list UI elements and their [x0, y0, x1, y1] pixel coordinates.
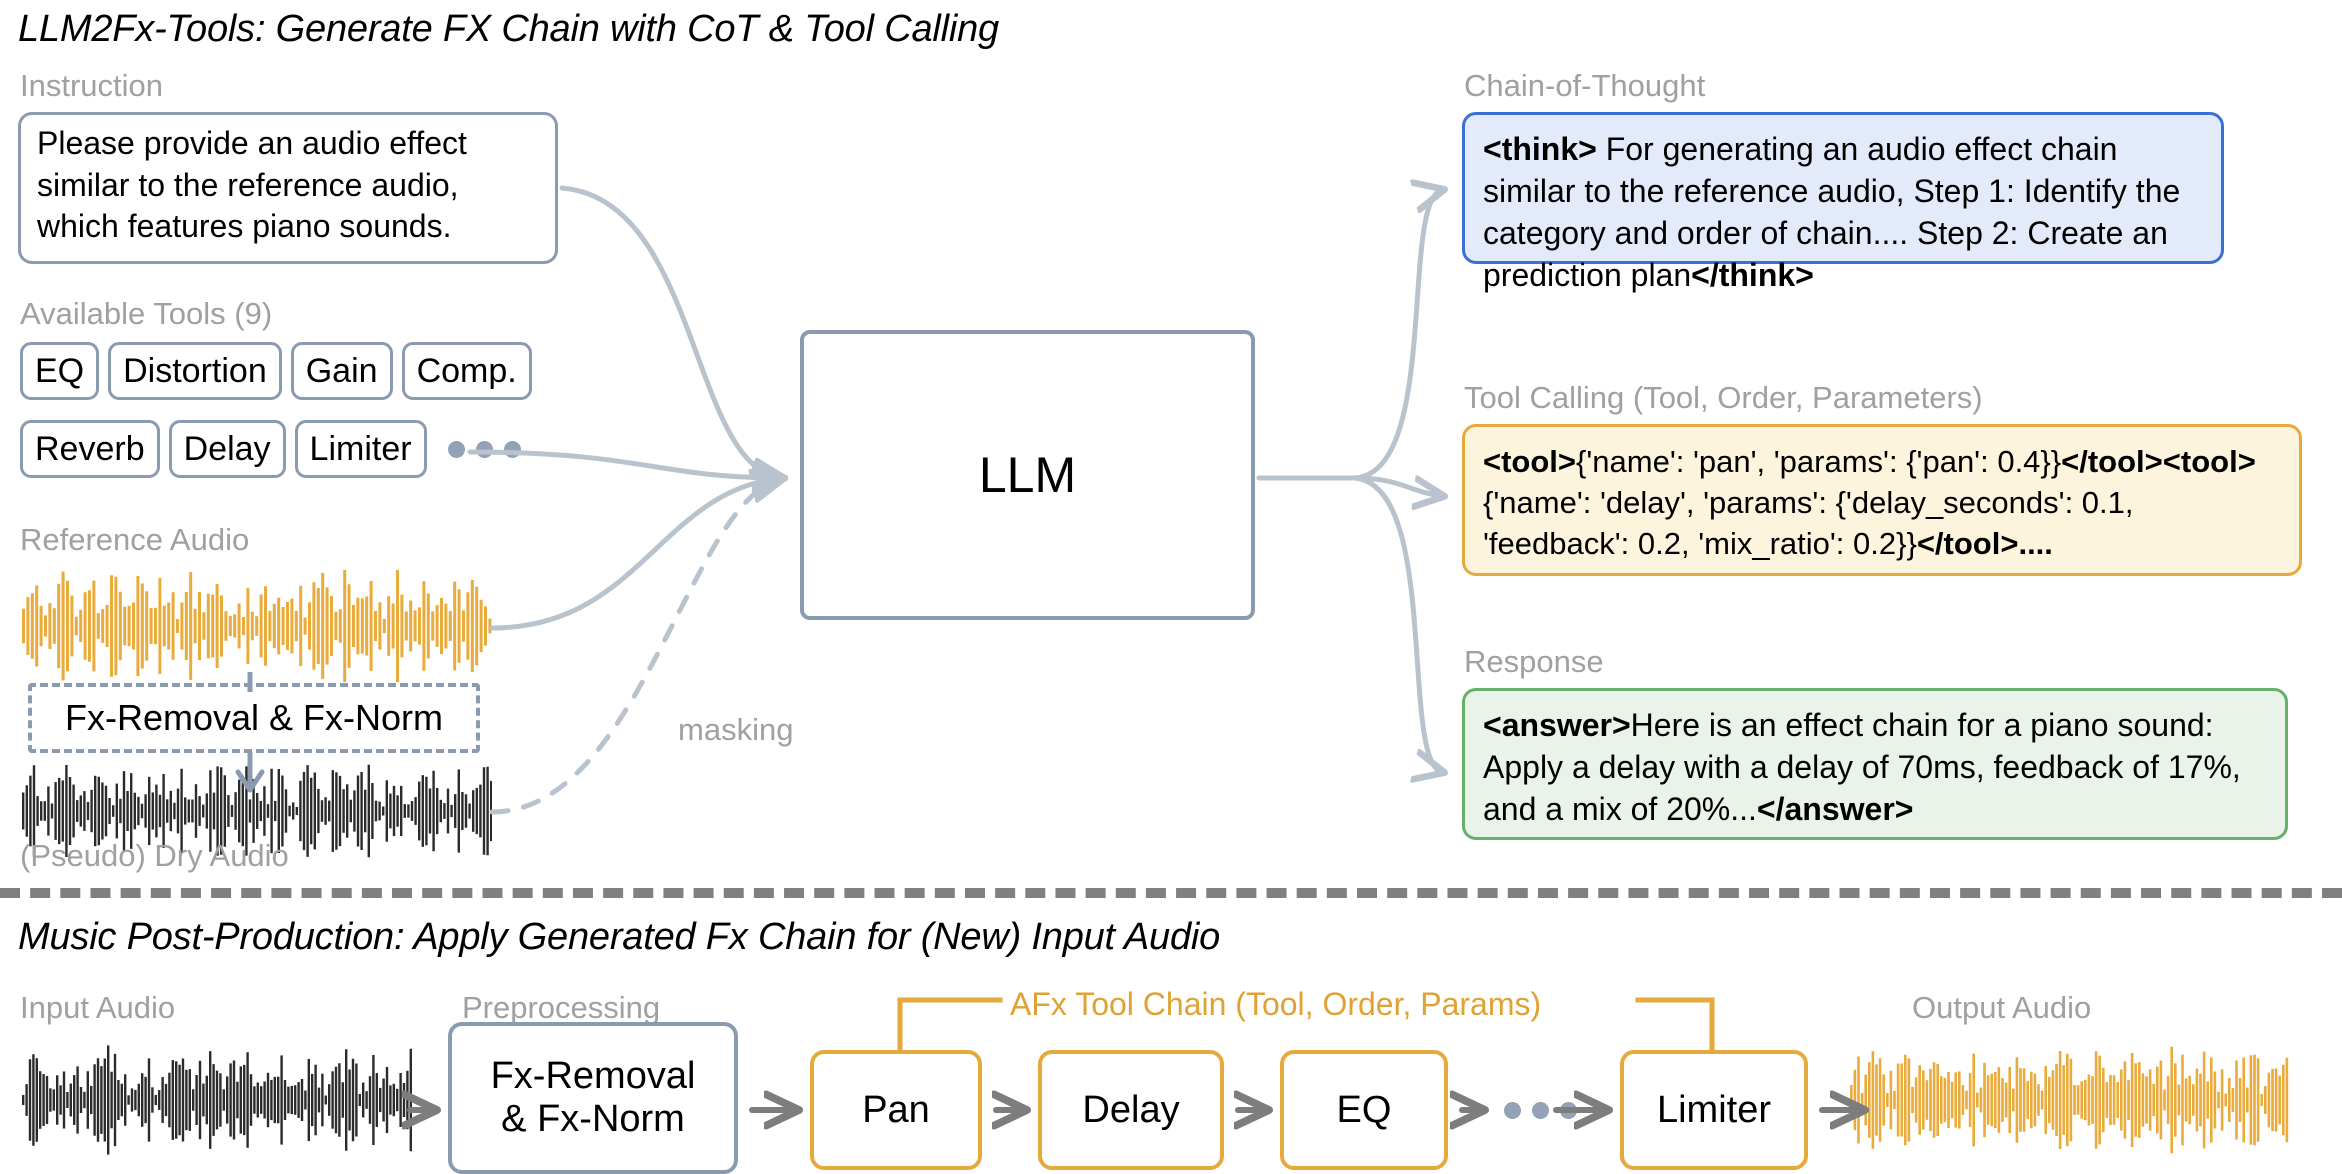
tool-chip-comp[interactable]: Comp.: [401, 342, 532, 400]
output-audio-caption: Output Audio: [1912, 990, 2092, 1025]
bottom-section-title: Music Post-Production: Apply Generated F…: [18, 916, 1221, 958]
answer-open-tag: <answer>: [1483, 707, 1631, 743]
fx-removal-norm-label: Fx-Removal & Fx-Norm: [64, 697, 444, 738]
chain-box-delay[interactable]: Delay: [1038, 1050, 1224, 1170]
tool-chip-reverb[interactable]: Reverb: [20, 420, 160, 478]
top-section-title: LLM2Fx-Tools: Generate FX Chain with CoT…: [18, 8, 999, 50]
instruction-caption: Instruction: [20, 68, 164, 103]
tool-body-2: {'name': 'delay', 'params': {'delay_seco…: [1483, 485, 2134, 562]
tool-chip-eq[interactable]: EQ: [20, 342, 100, 400]
preprocessing-line-2: & Fx-Norm: [501, 1098, 685, 1140]
fx-removal-norm-box-top: Fx-Removal & Fx-Norm: [28, 683, 480, 753]
reference-audio-caption: Reference Audio: [20, 522, 250, 557]
available-tools-caption: Available Tools (9): [20, 296, 273, 331]
instruction-box: Please provide an audio effect similar t…: [18, 112, 558, 264]
input-audio-caption: Input Audio: [20, 990, 176, 1025]
section-divider: [0, 888, 2342, 898]
chain-of-thought-box: <think> For generating an audio effect c…: [1462, 112, 2224, 293]
chain-box-eq[interactable]: EQ: [1280, 1050, 1448, 1170]
chain-ellipsis-icon: [1504, 1102, 1577, 1119]
tool-calling-box: <tool>{'name': 'pan', 'params': {'pan': …: [1462, 424, 2302, 576]
llm-box: LLM: [800, 330, 1255, 620]
tool-chip-delay[interactable]: Delay: [168, 420, 286, 478]
tool-chip-distortion[interactable]: Distortion: [108, 342, 282, 400]
tool-chip-gain[interactable]: Gain: [290, 342, 393, 400]
reference-audio-waveform: [22, 569, 492, 683]
tool-close-tag-1: </tool>: [2061, 444, 2163, 479]
think-close-tag: </think>: [1691, 256, 1814, 293]
output-audio-waveform: [1850, 1046, 2289, 1154]
chain-of-thought-caption: Chain-of-Thought: [1464, 68, 1706, 103]
tool-close-tag-2: </tool>....: [1916, 526, 2053, 562]
response-caption: Response: [1464, 644, 1604, 679]
response-text: <answer>Here is an effect chain for a pi…: [1483, 705, 2267, 831]
afx-tool-chain-label: AFx Tool Chain (Tool, Order, Params): [1010, 986, 1542, 1022]
tool-calling-caption: Tool Calling (Tool, Order, Parameters): [1464, 380, 1983, 415]
tool-chip-row-1: EQ Distortion Gain Comp.: [20, 342, 532, 400]
response-box: <answer>Here is an effect chain for a pi…: [1462, 688, 2288, 840]
preprocessing-line-1: Fx-Removal: [490, 1055, 696, 1098]
think-open-tag: <think>: [1483, 131, 1597, 167]
chain-box-pan[interactable]: Pan: [810, 1050, 982, 1170]
masking-label: masking: [678, 712, 794, 747]
think-body: For generating an audio effect chain sim…: [1483, 131, 2181, 293]
instruction-text: Please provide an audio effect similar t…: [37, 125, 467, 245]
tool-chip-row-2: Reverb Delay Limiter: [20, 420, 521, 478]
answer-close-tag: </answer>: [1756, 790, 1914, 827]
tool-calling-text: <tool>{'name': 'pan', 'params': {'pan': …: [1483, 441, 2281, 565]
chain-of-thought-text: <think> For generating an audio effect c…: [1483, 129, 2203, 297]
preprocessing-caption: Preprocessing: [462, 990, 661, 1025]
tool-body-1: {'name': 'pan', 'params': {'pan': 0.4}}: [1576, 444, 2062, 479]
input-audio-waveform: [22, 1045, 412, 1155]
preprocessing-box: Fx-Removal & Fx-Norm: [448, 1022, 738, 1174]
more-tools-ellipsis-icon[interactable]: [447, 440, 521, 458]
chain-box-limiter[interactable]: Limiter: [1620, 1050, 1808, 1170]
dry-audio-caption: (Pseudo) Dry Audio: [20, 838, 289, 873]
tool-open-tag-2: <tool>: [2162, 444, 2256, 479]
llm-label: LLM: [978, 447, 1077, 503]
answer-body: Here is an effect chain for a piano soun…: [1483, 707, 2241, 827]
tool-open-tag-1: <tool>: [1483, 444, 1577, 479]
tool-chip-limiter[interactable]: Limiter: [294, 420, 427, 478]
